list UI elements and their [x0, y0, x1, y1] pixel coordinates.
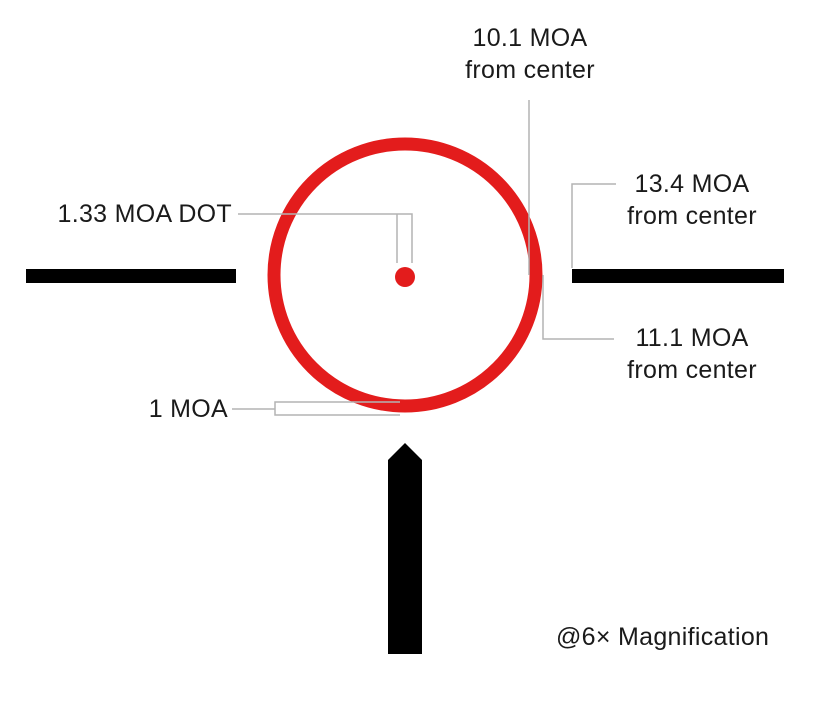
right-post [572, 269, 784, 283]
outer-ring-distance-label: 11.1 MOA from center [612, 322, 772, 386]
post-gap-leader [571, 183, 616, 268]
ring-thickness-label: 1 MOA [148, 395, 228, 423]
inner-ring-distance-caption: from center [465, 56, 595, 84]
inner-ring-distance-label: 10.1 MOA from center [440, 22, 620, 86]
leader-lines [232, 100, 616, 416]
outer-ring-leader [542, 275, 614, 340]
post-gap-distance-caption: from center [627, 202, 757, 230]
dot-leader [238, 213, 413, 263]
post-gap-distance-value: 13.4 MOA [634, 170, 750, 198]
ring-thickness-bracket-box [274, 401, 400, 416]
dot-size-label: 1.33 MOA DOT [57, 200, 232, 228]
bottom-post [388, 443, 422, 654]
red-ring [267, 137, 543, 413]
post-gap-distance-label: 13.4 MOA from center [612, 168, 772, 232]
magnification-label: @6× Magnification [556, 623, 770, 651]
inner-ring-distance-value: 10.1 MOA [472, 24, 588, 52]
left-post [26, 269, 236, 283]
red-dot [395, 267, 415, 287]
outer-ring-distance-value: 11.1 MOA [635, 324, 749, 352]
outer-ring-distance-caption: from center [627, 356, 757, 384]
